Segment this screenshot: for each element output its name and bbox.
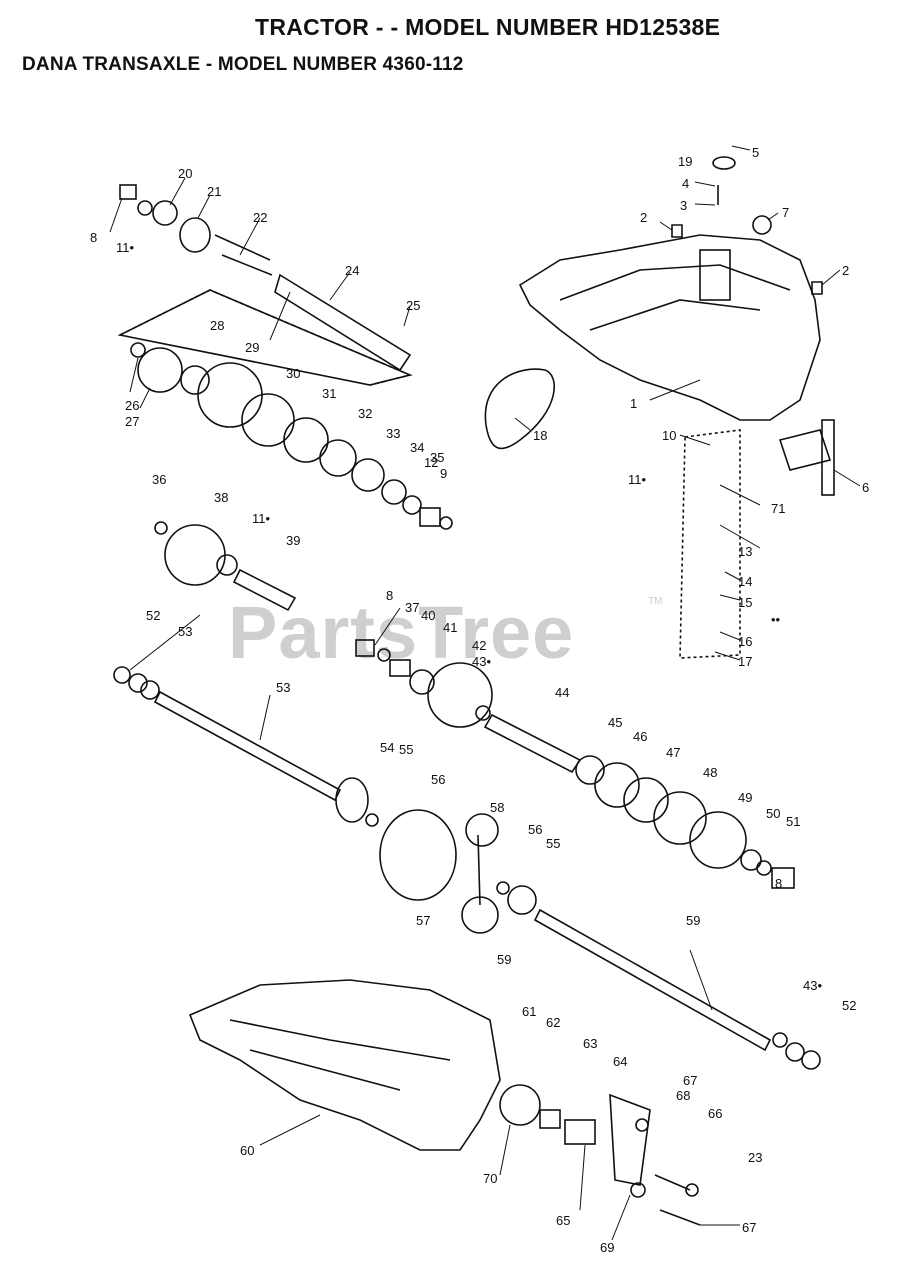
- callout-label: 35: [430, 450, 444, 465]
- callout-label: 67: [683, 1073, 697, 1088]
- callout-label: 8: [775, 876, 782, 891]
- callout-label: 43•: [472, 654, 491, 669]
- callout-label: 32: [358, 406, 372, 421]
- callout-label: 12: [424, 455, 438, 470]
- callout-label: 6: [862, 480, 869, 495]
- callout-label: 34: [410, 440, 424, 455]
- callout-label: 70: [483, 1171, 497, 1186]
- callout-label: 19: [678, 154, 692, 169]
- callout-label: 18: [533, 428, 547, 443]
- callout-label: 9: [440, 466, 447, 481]
- callout-label: 2: [640, 210, 647, 225]
- callout-label: 8: [386, 588, 393, 603]
- callout-label: 61: [522, 1004, 536, 1019]
- callout-label: 20: [178, 166, 192, 181]
- callout-labels: 1223456788891011•11•11•12131415161718192…: [0, 0, 869, 1255]
- callout-label: 38: [214, 490, 228, 505]
- callout-label: 8: [90, 230, 97, 245]
- callout-label: 13: [738, 544, 752, 559]
- callout-label: 68: [676, 1088, 690, 1103]
- callout-label: 64: [613, 1054, 627, 1069]
- callout-label: 3: [680, 198, 687, 213]
- callout-label: 56: [528, 822, 542, 837]
- callout-label: 31: [322, 386, 336, 401]
- callout-label: 63: [583, 1036, 597, 1051]
- callout-label: 23: [748, 1150, 762, 1165]
- callout-label: 57: [416, 913, 430, 928]
- callout-label: 62: [546, 1015, 560, 1030]
- callout-label: 69: [600, 1240, 614, 1255]
- callout-label: 2: [842, 263, 849, 278]
- callout-label: 55: [399, 742, 413, 757]
- callout-label: 27: [125, 414, 139, 429]
- callout-label: 28: [210, 318, 224, 333]
- callout-label: 10: [662, 428, 676, 443]
- callout-label: 52: [842, 998, 856, 1013]
- callout-label: 14: [738, 574, 752, 589]
- callout-label: 11•: [628, 472, 646, 487]
- callout-label: 65: [556, 1213, 570, 1228]
- callout-label: 11•: [252, 511, 270, 526]
- callout-label: 4: [682, 176, 689, 191]
- callout-label: 22: [253, 210, 267, 225]
- diagram-subtitle: DANA TRANSAXLE - MODEL NUMBER 4360-112: [22, 54, 464, 75]
- callout-label: 24: [345, 263, 359, 278]
- callout-label: 17: [738, 654, 752, 669]
- callout-leaders: [109, 145, 861, 1241]
- callout-label: 11•: [116, 240, 134, 255]
- callout-label: 58: [490, 800, 504, 815]
- callout-label: 16: [738, 634, 752, 649]
- callout-label: 52: [146, 608, 160, 623]
- callout-label: 49: [738, 790, 752, 805]
- callout-label: 26: [125, 398, 139, 413]
- callout-label: 51: [786, 814, 800, 829]
- callout-label: 1: [630, 396, 637, 411]
- callout-label: ••: [771, 612, 781, 627]
- callout-label: 53: [178, 624, 192, 639]
- callout-label: 40: [421, 608, 435, 623]
- callout-label: 25: [406, 298, 420, 313]
- callout-label: 60: [240, 1143, 254, 1158]
- callout-label: 67: [742, 1220, 756, 1235]
- callout-label: 50: [766, 806, 780, 821]
- callout-label: 66: [708, 1106, 722, 1121]
- callout-label: 44: [555, 685, 569, 700]
- callout-label: 46: [633, 729, 647, 744]
- callout-label: 48: [703, 765, 717, 780]
- callout-label: 37: [405, 600, 419, 615]
- callout-label: 43•: [803, 978, 822, 993]
- callout-label: 15: [738, 595, 752, 610]
- callout-label: 56: [431, 772, 445, 787]
- callout-label: 47: [666, 745, 680, 760]
- callout-label: 5: [752, 145, 759, 160]
- callout-label: ••: [0, 0, 10, 3]
- upper-housing: [518, 234, 821, 421]
- callout-label: 7: [782, 205, 789, 220]
- callout-label: 55: [546, 836, 560, 851]
- callout-label: 54: [380, 740, 394, 755]
- callout-label: 39: [286, 533, 300, 548]
- watermark-tm: TM: [648, 596, 663, 607]
- lower-housing: [188, 979, 501, 1151]
- callout-label: 21: [207, 184, 221, 199]
- callout-label: 45: [608, 715, 622, 730]
- callout-label: 36: [152, 472, 166, 487]
- callout-label: 59: [497, 952, 511, 967]
- callout-label: 71: [771, 501, 785, 516]
- callout-label: 41: [443, 620, 457, 635]
- callout-label: 59: [686, 913, 700, 928]
- diagram-title: TRACTOR - - MODEL NUMBER HD12538E: [255, 14, 721, 40]
- callout-label: 33: [386, 426, 400, 441]
- callout-label: 53: [276, 680, 290, 695]
- callout-label: 30: [286, 366, 300, 381]
- part-drawings: [113, 156, 835, 1226]
- callout-label: 42: [472, 638, 486, 653]
- callout-label: 29: [245, 340, 259, 355]
